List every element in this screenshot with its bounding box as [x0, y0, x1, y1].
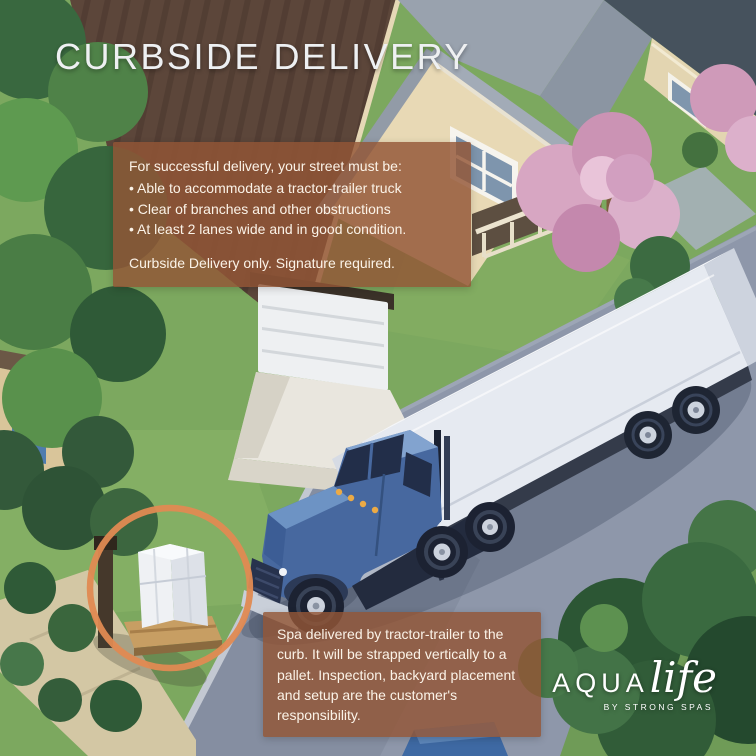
spa-package	[93, 544, 222, 687]
requirements-intro: For successful delivery, your street mus…	[129, 158, 402, 174]
logo-aqua: AQUA	[552, 668, 649, 698]
trailer-wheels	[624, 386, 720, 459]
delivery-note-text: Spa delivered by tractor-trailer to the …	[277, 626, 516, 724]
requirements-list: Able to accommodate a tractor-trailer tr…	[129, 178, 455, 239]
side-window	[403, 452, 432, 497]
requirement-item: At least 2 lanes wide and in good condit…	[129, 219, 455, 239]
trailer-side	[362, 265, 748, 548]
logo-life: life	[649, 653, 717, 702]
delivery-note-box: Spa delivered by tractor-trailer to the …	[263, 612, 541, 738]
pink-tree	[516, 112, 720, 330]
requirement-item: Able to accommodate a tractor-trailer tr…	[129, 178, 455, 198]
logo-tagline: BY STRONG SPAS	[603, 702, 713, 712]
trees-bottom-right	[518, 500, 756, 756]
side-path	[640, 166, 756, 250]
bushes-bottom-left	[0, 562, 142, 732]
requirements-box: For successful delivery, your street mus…	[113, 142, 471, 288]
headlight	[279, 568, 287, 576]
marker-lights	[335, 488, 379, 514]
tractor-trailer-truck	[241, 248, 756, 634]
page-title: CURBSIDE DELIVERY	[55, 36, 471, 77]
trees-top-right	[682, 64, 756, 172]
gray-roof	[398, 0, 604, 96]
requirement-item: Clear of branches and other obstructions	[129, 199, 455, 219]
windshield	[334, 434, 404, 487]
trees-left	[0, 0, 168, 556]
requirements-note: Curbside Delivery only. Signature requir…	[129, 255, 395, 272]
highlight-circle	[86, 504, 254, 672]
truck-cab	[241, 430, 515, 634]
